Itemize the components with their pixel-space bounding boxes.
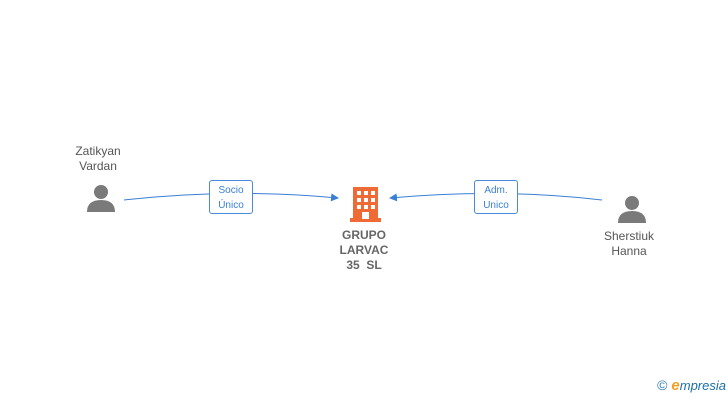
person-icon[interactable] [617,194,647,224]
brand-watermark: ©empresia [657,377,726,394]
person-right-name[interactable]: Sherstiuk Hanna [603,229,655,258]
edge-label-left[interactable]: Socio Único [209,180,253,214]
edge-label-right[interactable]: Adm. Unico [474,180,518,214]
company-name[interactable]: GRUPO LARVAC 35 SL [339,228,389,272]
person-icon[interactable] [86,183,116,213]
brand-name: mpresia [679,378,726,393]
person-left-name[interactable]: Zatikyan Vardan [75,144,121,173]
company-building-icon[interactable] [350,187,381,222]
copyright-icon: © [657,377,668,393]
brand-initial: e [671,377,680,394]
